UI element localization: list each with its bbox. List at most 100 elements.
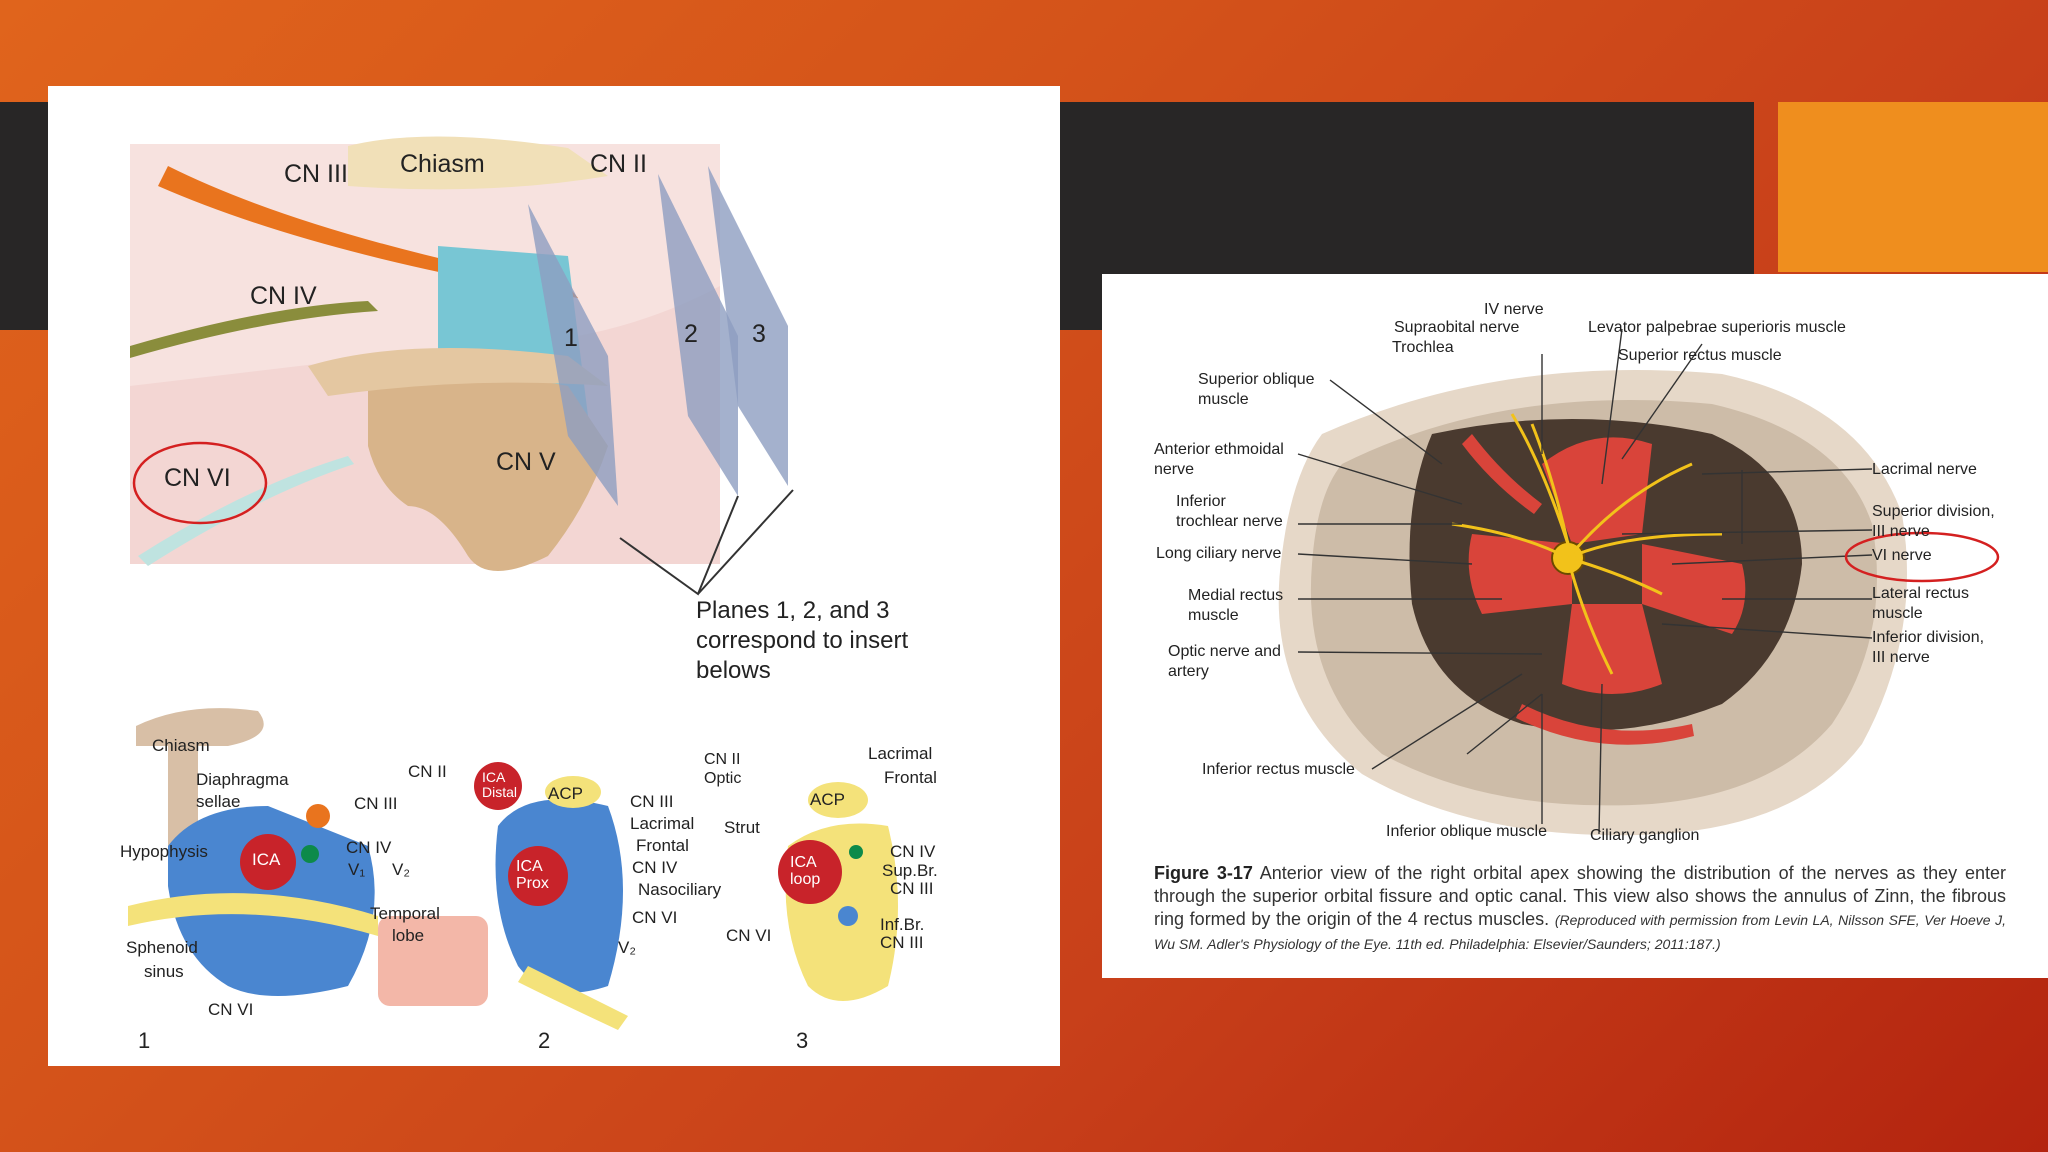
superior-oblique-line: muscle [1198,391,1249,408]
ica-loop-line: loop [790,871,821,888]
label-optic-nerve: Optic nerve and artery [1168,642,1281,682]
lateral-rectus-muscle [1642,544,1746,634]
label-cn2: CN II [590,150,647,178]
insert1-label-cn3: CN III [354,794,398,813]
figure-caption: Figure 3-17 Anterior view of the right o… [1154,862,2006,956]
insert2-label-v2: V₂ [618,938,636,957]
insert2-label-lacrimal: Lacrimal [630,814,695,833]
insert2-label-cn2: CN II [408,762,447,781]
inferior-division-line: Inferior division, [1872,629,1985,646]
insert1-label-sellae: sellae [196,792,241,811]
label-plane-1: 1 [564,324,578,352]
plane-pointer-lines [619,489,794,596]
insert1-label-chiasm: Chiasm [152,736,210,755]
label-inferior-division: Inferior division, III nerve [1872,628,1984,668]
insert1-label-temporal: Temporal [370,904,440,923]
insert3-label-cn2-optic: CN II Optic [704,750,741,788]
label-trochlea: Trochlea [1392,339,1454,356]
caption-citation: (Reproduced with permission from Levin L… [1154,912,2006,952]
insert1-label-diaphragma: Diaphragma [196,770,289,789]
ica-distal-line: ICA [482,769,506,785]
vi-nerve-highlight-circle [1844,531,2000,583]
insert3-label-cn4: CN IV [890,842,936,861]
label-levator: Levator palpebrae superioris muscle [1588,319,1846,336]
orbit-cavity [1409,419,1802,731]
insert2-acp [545,776,601,808]
ica-loop-line: ICA [790,854,817,871]
inferior-rectus-muscle [1562,604,1662,694]
left-figure-panel: CN III Chiasm CN II CN IV CN VI CN V 1 2… [48,86,1060,1066]
label-cn3: CN III [284,160,348,188]
lateral-rectus-line: Lateral rectus [1872,585,1969,602]
insert3-label-strut: Strut [724,818,760,837]
inf-br-line: CN III [880,933,924,952]
planes-note-line: correspond to insert [696,627,909,654]
insert2-ica-prox [508,846,568,906]
caption-text: Anterior view of the right orbital apex … [1154,863,2007,929]
label-supraorbital-nerve: Supraobital nerve [1394,319,1520,336]
superior-division-line: Superior division, [1872,503,1995,520]
cn4-nerve [130,301,378,358]
figure-label: Figure 3-17 [1154,863,1253,883]
nerve-branches [1451,413,1723,675]
insert2-ica-distal [474,762,522,810]
insert2-number: 2 [538,1028,551,1053]
insert1-label-hypophysis: Hypophysis [120,842,208,861]
label-superior-division: Superior division, III nerve [1872,502,1995,542]
insert3-label-cn6: CN VI [726,926,772,945]
label-vi-nerve: VI nerve [1872,547,1932,564]
plane-1 [528,204,618,506]
insert3-label-lacrimal: Lacrimal [868,744,933,763]
cn6-nerve [138,456,354,566]
label-anterior-ethmoidal: Anterior ethmoidal nerve [1154,440,1284,480]
planes-note: Planes 1, 2, and 3 correspond to insert … [696,596,908,686]
label-inferior-trochlear: Inferior trochlear nerve [1176,492,1283,532]
insert1-label-lobe: lobe [392,926,425,945]
insert1-label-v2: V₂ [392,860,410,879]
label-plane-2: 2 [684,320,698,348]
label-lateral-rectus: Lateral rectus muscle [1872,584,1969,624]
insert3-ica-loop [778,840,842,904]
optic-nerve-line: artery [1168,663,1209,680]
label-cn4: CN IV [250,282,317,310]
insert3-label-frontal: Frontal [884,768,937,787]
insert1-label-sphenoid: Sphenoid [126,938,198,957]
label-long-ciliary: Long ciliary nerve [1156,545,1282,562]
inferior-trochlear-line: Inferior [1176,493,1226,510]
anterior-ethmoidal-line: nerve [1154,461,1195,478]
cn2-optic-line: Optic [704,770,742,787]
superior-oblique-muscle [1462,434,1542,514]
sup-br-line: CN III [890,879,934,898]
insert3-label-sup-br: Sup.Br. CN III [882,862,938,898]
insert3-label-acp: ACP [810,790,845,809]
insert1-number: 1 [138,1028,151,1053]
label-iv-nerve: IV nerve [1484,301,1544,318]
medial-rectus-muscle [1468,534,1572,614]
insert1-ica [240,834,296,890]
insert2-label-nasociliary: Nasociliary [638,880,722,899]
label-lacrimal-nerve: Lacrimal nerve [1872,461,1977,478]
plane-3 [708,166,788,486]
leader-lines [1297,328,1873,835]
insert1-temporal-lobe [378,916,488,1006]
superior-oblique-line: Superior oblique [1198,371,1315,388]
chiasm-shape [348,136,608,190]
insert1-label-sinus: sinus [144,962,184,981]
ica-distal-line: Distal [482,784,518,800]
medial-rectus-line: Medial rectus [1188,587,1284,604]
insert3-acp [808,782,868,818]
insert1-chiasm [136,708,264,876]
orbital-apex-illustration [1278,328,2000,836]
label-inferior-oblique: Inferior oblique muscle [1386,823,1547,840]
ica-prox-line: Prox [516,875,549,892]
right-figure-panel: IV nerve Supraobital nerve Trochlea Leva… [1102,274,2048,978]
sup-br-line: Sup.Br. [882,861,938,880]
insert1-label-ica: ICA [252,850,281,869]
cn2-optic-line: CN II [704,751,741,768]
label-superior-oblique: Superior oblique muscle [1198,370,1315,410]
label-cn6: CN VI [164,464,231,492]
planes-note-line: belows [696,657,771,684]
plane-2 [658,174,738,496]
insert2-label-cn4: CN IV [632,858,678,877]
label-chiasm: Chiasm [400,150,485,178]
